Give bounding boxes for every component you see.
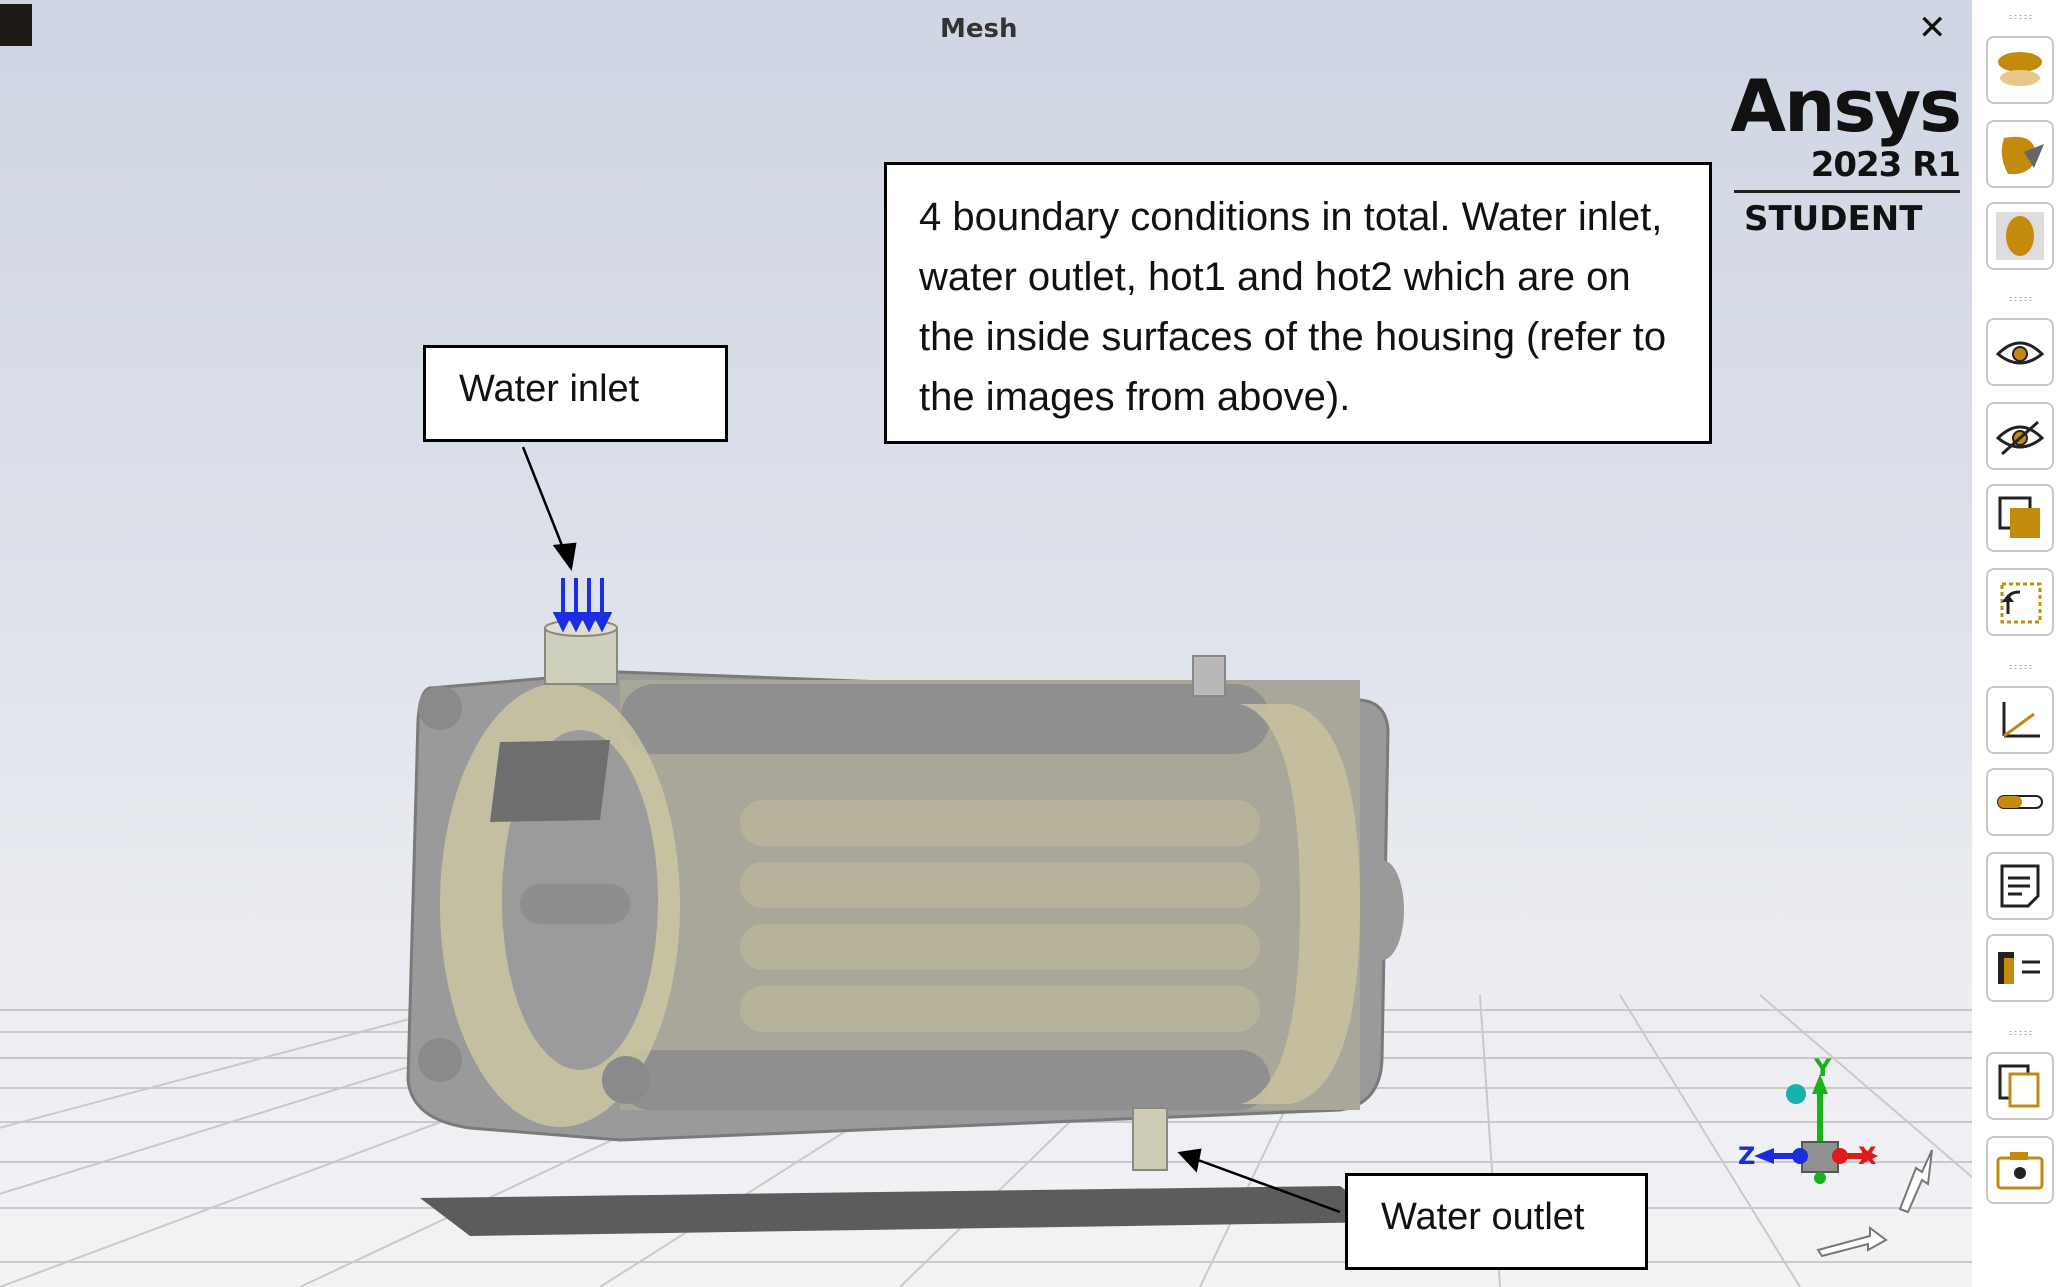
callout-water-outlet-text: Water outlet: [1381, 1196, 1585, 1238]
section-view-icon[interactable]: [1986, 36, 2054, 104]
triad-z-label: Z: [1738, 1142, 1756, 1170]
toolbar-grip[interactable]: [2008, 296, 2034, 302]
screenshot-icon[interactable]: [1986, 1136, 2054, 1204]
callout-boundary-conditions-text: 4 boundary conditions in total. Water in…: [919, 195, 1667, 419]
transparency-icon[interactable]: [1986, 202, 2054, 270]
app-logo-icon: [0, 4, 32, 46]
isolate-icon[interactable]: [1986, 484, 2054, 552]
graphics-viewport[interactable]: Mesh ✕ Ansys 2023 R1 STUDENT Water inlet…: [0, 0, 1972, 1287]
axis-triad[interactable]: Y Z X: [1730, 1054, 1880, 1194]
inlet-flow-arrows: [552, 578, 613, 633]
callout-water-outlet: Water outlet: [1345, 1173, 1648, 1270]
rotate-hint-arrows: [1816, 1149, 1933, 1258]
toolbar-grip[interactable]: [2008, 1030, 2034, 1036]
clipping-planes-icon[interactable]: [1986, 120, 2054, 188]
ruler-icon[interactable]: [1986, 768, 2054, 836]
brand-name: Ansys: [1730, 64, 1962, 148]
triad-x-label: X: [1858, 1142, 1877, 1170]
hide-icon[interactable]: [1986, 402, 2054, 470]
brand-divider: [1734, 190, 1960, 193]
report-icon[interactable]: [1986, 852, 2054, 920]
callout-water-inlet: Water inlet: [423, 345, 728, 442]
toolbar-grip[interactable]: [2008, 14, 2034, 20]
copy-icon[interactable]: [1986, 1052, 2054, 1120]
axes-icon[interactable]: [1986, 686, 2054, 754]
triad-graphic: [1754, 1074, 1878, 1184]
callout-boundary-conditions: 4 boundary conditions in total. Water in…: [884, 162, 1712, 444]
brand-edition: STUDENT: [1744, 199, 1923, 239]
window-title: Mesh: [940, 14, 1018, 44]
show-icon[interactable]: [1986, 318, 2054, 386]
triad-y-label: Y: [1814, 1054, 1832, 1082]
legend-icon[interactable]: [1986, 934, 2054, 1002]
callout-water-inlet-text: Water inlet: [459, 368, 640, 410]
heat-exchanger-model: [406, 619, 1404, 1171]
ansys-brand: Ansys 2023 R1 STUDENT: [1730, 64, 1962, 239]
leader-arrows: [521, 446, 1341, 1214]
model-shadow: [420, 1186, 1390, 1236]
brand-version: 2023 R1: [1810, 145, 1961, 185]
model-scene: [0, 446, 1972, 1287]
undo-view-icon[interactable]: [1986, 568, 2054, 636]
right-toolbar: [1972, 0, 2068, 1287]
close-icon[interactable]: ✕: [1918, 8, 1947, 48]
toolbar-grip[interactable]: [2008, 664, 2034, 670]
